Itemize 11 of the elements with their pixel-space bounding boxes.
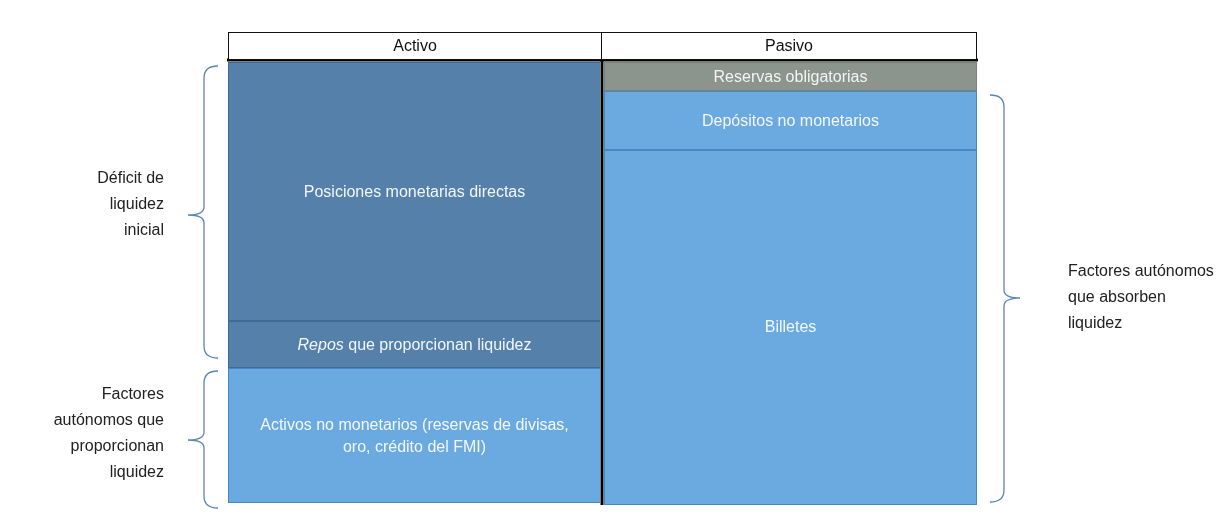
bracket-label: Factores autónomos que absorben liquidez <box>1068 261 1215 333</box>
bracket-label: Factores autónomos que proporcionan liquidez <box>52 384 164 482</box>
bracket-label: Déficit de liquidez inicial <box>96 168 164 240</box>
balance-block: Reservas obligatorias <box>604 62 977 91</box>
column-header: Pasivo <box>601 32 977 60</box>
column-header: Activo <box>228 32 602 60</box>
balance-block: Billetes <box>604 150 977 505</box>
balance-block: Depósitos no monetarios <box>604 91 977 150</box>
balance-block: Posiciones monetarias directas <box>228 62 600 321</box>
balance-block: Activos no monetarios (reservas de divisas, oro, crédito del FMI) <box>228 368 600 503</box>
balance-block: Repos que proporcionan liquidez <box>228 321 600 368</box>
